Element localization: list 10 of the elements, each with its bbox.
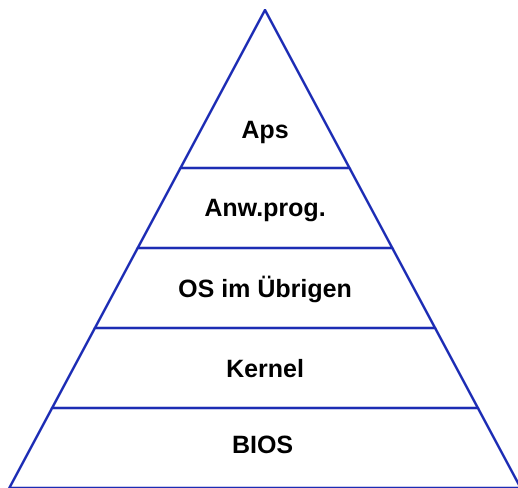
tier-label: Anw.prog. — [204, 193, 326, 223]
tier-label: OS im Übrigen — [178, 274, 352, 304]
pyramid-tier — [50, 327, 480, 409]
pyramid-top-tier — [178, 9, 352, 169]
tier-label: Kernel — [226, 354, 304, 384]
pyramid-tier — [92, 247, 438, 329]
pyramid-tier — [7, 407, 518, 488]
tier-label: Aps — [241, 115, 289, 145]
tier-label: BIOS — [232, 430, 294, 460]
pyramid-tier — [135, 167, 395, 249]
